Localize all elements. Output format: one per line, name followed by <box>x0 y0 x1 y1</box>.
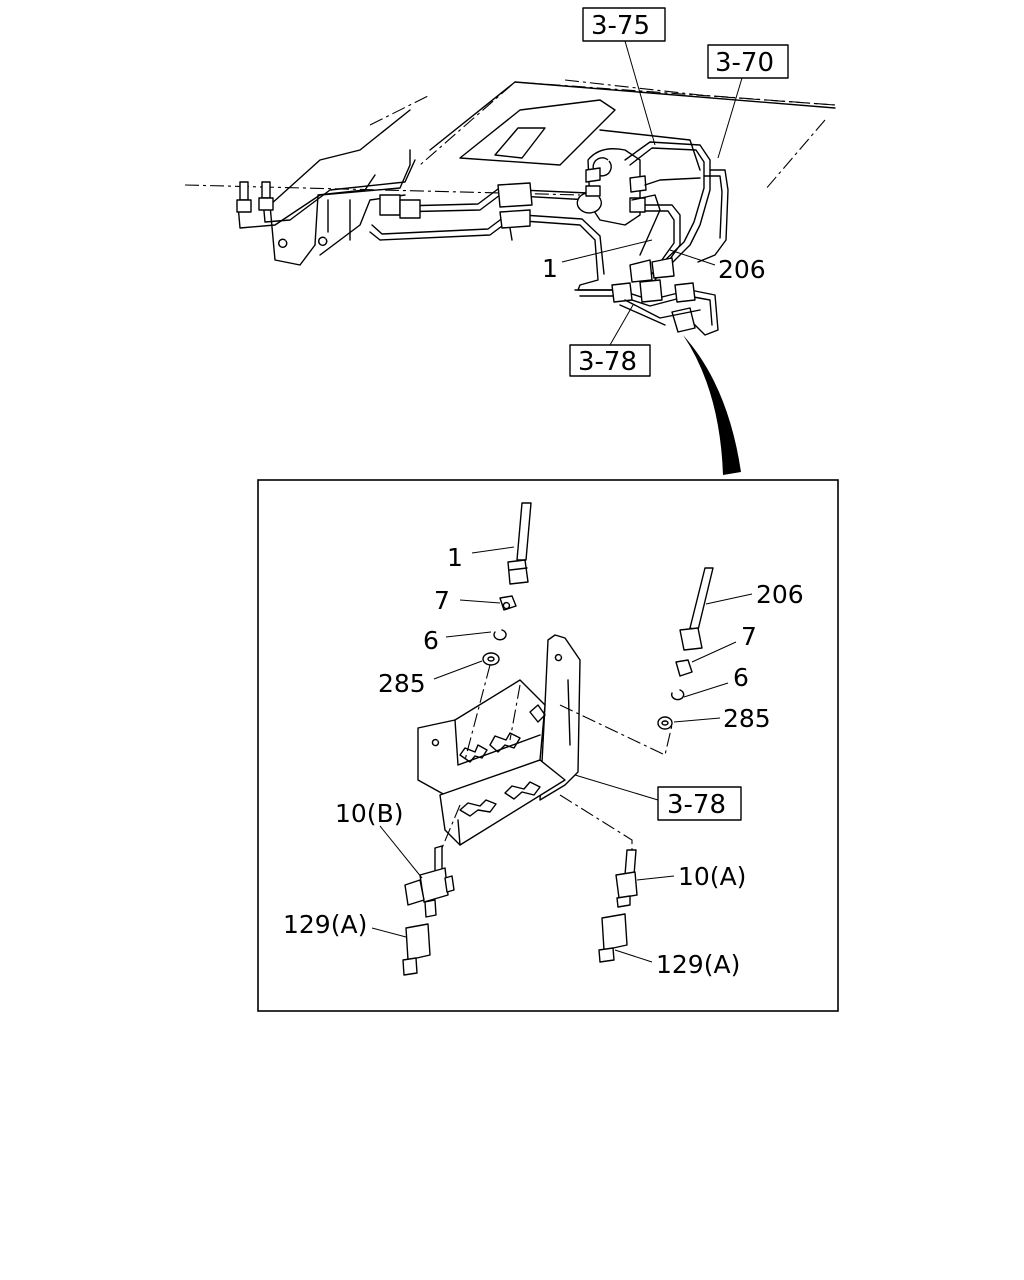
label-part-7-right: 7 <box>741 622 757 651</box>
ref-3-75: 3-75 <box>582 7 666 146</box>
detail-leaders <box>371 546 753 963</box>
top-label-1: 1 <box>542 254 558 283</box>
ref-3-78-top-label: 3-78 <box>578 347 637 377</box>
ref-3-78-detail: 3-78 <box>657 786 742 821</box>
label-part-10a: 10(A) <box>678 862 746 891</box>
label-part-1: 1 <box>447 543 463 572</box>
detail-left-parts <box>402 502 532 976</box>
top-callouts: 1 206 <box>542 239 766 284</box>
detail-callouts: 1 7 6 285 206 7 6 285 10(B) 10(A) 129(A)… <box>283 543 804 979</box>
label-part-6-right: 6 <box>733 663 749 692</box>
ref-3-75-label: 3-75 <box>591 11 650 41</box>
label-part-285-right: 285 <box>723 704 771 733</box>
ref-3-78-top: 3-78 <box>569 304 651 377</box>
detail-right-parts <box>598 567 714 963</box>
label-part-129a-right: 129(A) <box>656 950 740 979</box>
detail-frame <box>257 479 839 1012</box>
label-part-206: 206 <box>756 580 804 609</box>
top-label-206: 206 <box>718 255 766 284</box>
ref-3-78-detail-label: 3-78 <box>667 790 726 820</box>
label-part-6-left: 6 <box>423 626 439 655</box>
detail-assembly <box>417 634 673 850</box>
ref-3-70-label: 3-70 <box>715 48 774 78</box>
label-part-129a-left: 129(A) <box>283 910 367 939</box>
ref-3-70: 3-70 <box>707 44 789 159</box>
label-part-7-left: 7 <box>434 586 450 615</box>
label-part-10b: 10(B) <box>335 799 403 828</box>
label-part-285-left: 285 <box>378 669 426 698</box>
chassis-overview <box>184 79 836 475</box>
